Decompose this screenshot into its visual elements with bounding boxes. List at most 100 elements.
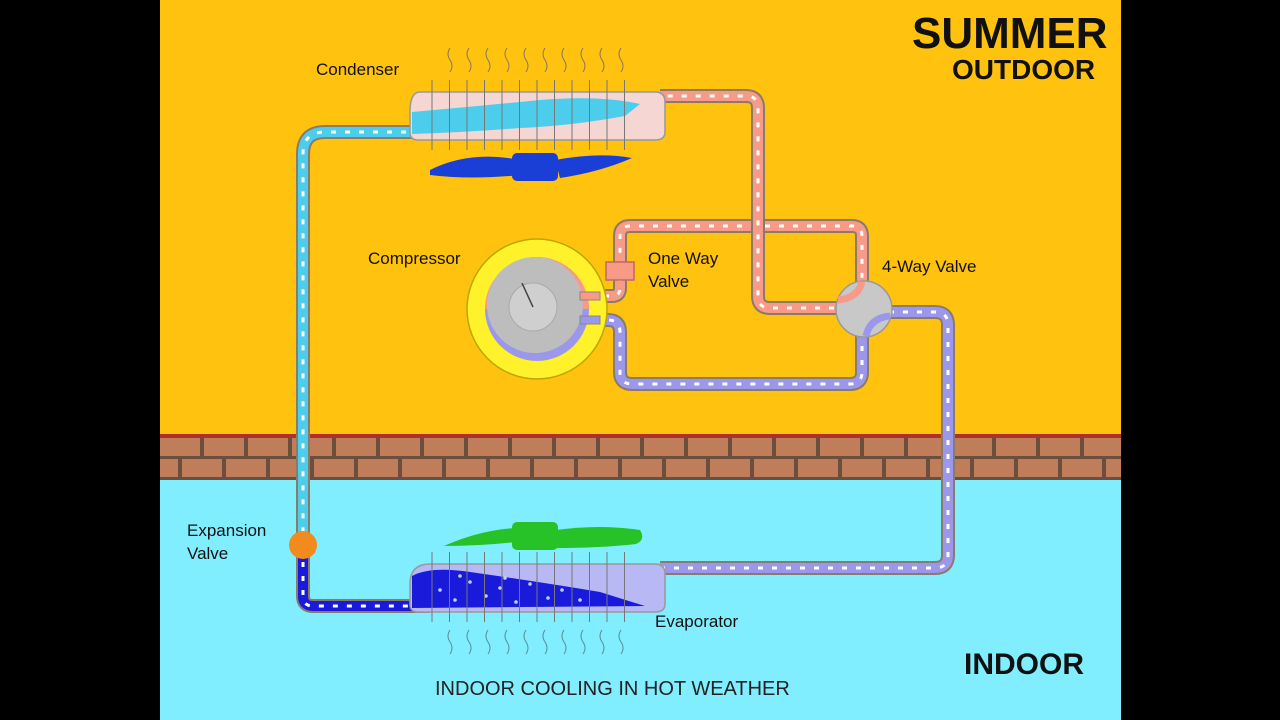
bubble	[453, 598, 457, 602]
cool-wave	[542, 629, 548, 655]
cool-wave	[485, 629, 491, 655]
bubble	[514, 600, 518, 604]
brick	[732, 438, 772, 456]
expansion-valve	[289, 531, 317, 559]
bubble	[503, 576, 507, 580]
heat-wave	[561, 47, 567, 73]
heat-wave	[580, 47, 586, 73]
brick	[776, 438, 816, 456]
brick-wall	[160, 434, 1121, 480]
brick	[556, 438, 596, 456]
bubble	[546, 596, 550, 600]
bubble	[528, 582, 532, 586]
compressor-inlet-line	[590, 315, 867, 389]
brick	[1040, 438, 1080, 456]
brick	[710, 459, 750, 477]
season-title: SUMMER	[912, 9, 1108, 58]
one-way-valve-label: One Way Valve	[648, 247, 718, 293]
heat-wave	[523, 47, 529, 73]
brick	[864, 438, 904, 456]
brick	[644, 438, 684, 456]
brick	[424, 438, 464, 456]
bubble	[458, 574, 462, 578]
brick	[600, 438, 640, 456]
brick	[380, 438, 420, 456]
bubble	[484, 594, 488, 598]
brick	[490, 459, 530, 477]
expansion-valve-label-line1: Expansion	[187, 521, 267, 540]
outdoor-area	[160, 0, 1121, 436]
bubble	[468, 580, 472, 584]
brick	[160, 459, 178, 477]
cool-wave	[504, 629, 510, 655]
heat-wave	[447, 47, 453, 73]
discharge-line	[590, 221, 867, 301]
brick	[358, 459, 398, 477]
brick	[666, 459, 706, 477]
brick	[512, 438, 552, 456]
heat-wave	[542, 47, 548, 73]
heat-wave	[618, 47, 624, 73]
bubble	[578, 598, 582, 602]
brick	[1084, 438, 1121, 456]
brick	[908, 438, 948, 456]
indoor-fan	[444, 522, 643, 550]
expansion-valve-label: Expansion Valve	[187, 519, 266, 565]
brick	[226, 459, 266, 477]
condenser-inlet-line	[660, 91, 848, 313]
brick	[754, 459, 794, 477]
one-way-valve-label-line1: One Way	[648, 249, 719, 268]
bubble	[560, 588, 564, 592]
brick	[204, 438, 244, 456]
brick	[160, 438, 200, 456]
cool-wave	[580, 629, 586, 655]
caption: INDOOR COOLING IN HOT WEATHER	[435, 678, 790, 700]
brick	[996, 438, 1036, 456]
expansion-valve-label-line2: Valve	[187, 544, 229, 563]
one-way-valve-label-line2: Valve	[648, 272, 690, 291]
four-way-valve-label: 4-Way Valve	[882, 257, 977, 276]
brick	[182, 459, 222, 477]
brick	[248, 438, 288, 456]
evaporator	[409, 552, 666, 655]
condenser-label: Condenser	[316, 60, 400, 79]
one-way-valve	[605, 261, 635, 281]
bubble	[438, 588, 442, 592]
indoor-label: INDOOR	[964, 648, 1084, 681]
brick	[578, 459, 618, 477]
brick	[886, 459, 926, 477]
bubble	[498, 586, 502, 590]
brick	[974, 459, 1014, 477]
brick	[402, 459, 442, 477]
brick	[1018, 459, 1058, 477]
brick	[1062, 459, 1102, 477]
brick	[798, 459, 838, 477]
evaporator-label: Evaporator	[655, 612, 739, 631]
brick	[622, 459, 662, 477]
heat-wave	[485, 47, 491, 73]
refrigerant-pipes	[296, 89, 955, 613]
four-way-valve	[835, 280, 893, 338]
brick	[468, 438, 508, 456]
cool-wave	[523, 629, 529, 655]
cool-wave	[561, 629, 567, 655]
brick	[446, 459, 486, 477]
brick	[534, 459, 574, 477]
cool-wave	[466, 629, 472, 655]
heat-wave	[599, 47, 605, 73]
compressor-label: Compressor	[368, 249, 461, 268]
brick	[314, 459, 354, 477]
outdoor-fan	[430, 153, 632, 181]
heat-wave	[504, 47, 510, 73]
brick	[820, 438, 860, 456]
brick	[1106, 459, 1121, 477]
brick	[688, 438, 728, 456]
heat-wave	[466, 47, 472, 73]
cool-wave	[599, 629, 605, 655]
evaporator-liquid	[412, 569, 645, 608]
cool-wave	[618, 629, 624, 655]
outdoor-label: OUTDOOR	[952, 54, 1096, 85]
condenser-liquid	[412, 98, 640, 134]
brick	[952, 438, 992, 456]
